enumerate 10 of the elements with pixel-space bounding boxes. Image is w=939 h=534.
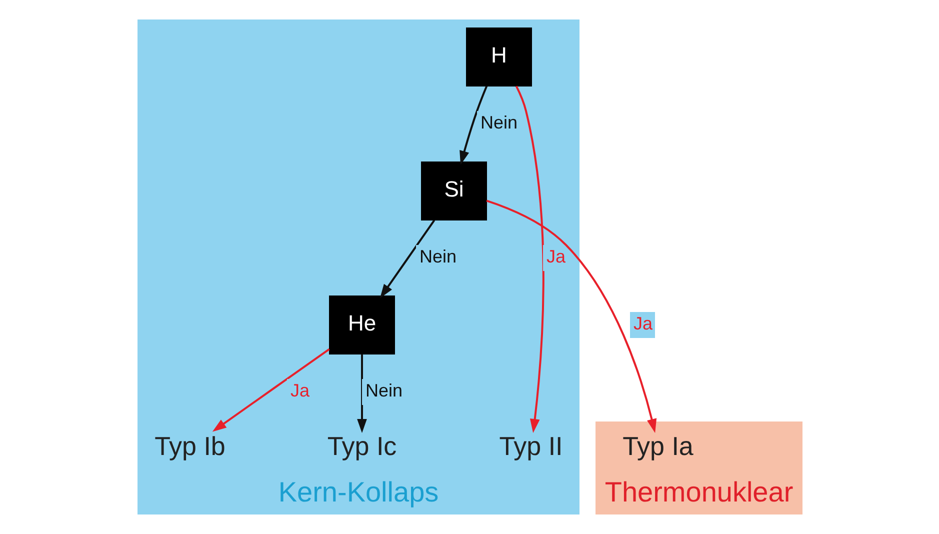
edge-label: Nein (419, 246, 456, 266)
edge-label: Nein (480, 112, 518, 132)
node-text: Typ II (498, 430, 562, 461)
node-text: Typ Ic (326, 430, 396, 461)
edge-label: Ja (546, 246, 566, 266)
edge-label: Ja (290, 380, 310, 400)
node-text: Typ Ia (622, 430, 693, 461)
edge-label: Ja (633, 313, 652, 334)
edge-label: Nein (365, 380, 402, 400)
node-text: Typ Ib (154, 430, 225, 461)
